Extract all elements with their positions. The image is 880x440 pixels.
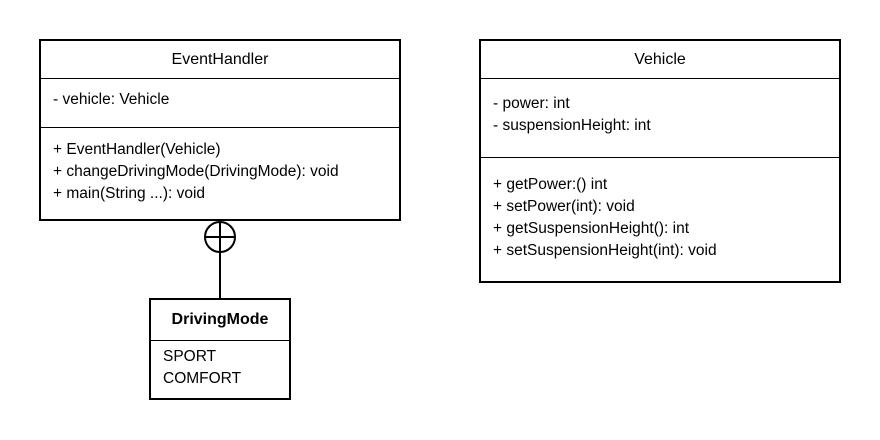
method: + changeDrivingMode(DrivingMode): void <box>53 163 339 180</box>
class-vehicle[interactable]: Vehicle - power: int - suspensionHeight:… <box>479 39 841 283</box>
method: + main(String ...): void <box>53 185 206 202</box>
attribute: - suspensionHeight: int <box>493 117 651 134</box>
method: + getPower:() int <box>493 176 608 193</box>
class-event-handler[interactable]: EventHandler - vehicle: Vehicle + EventH… <box>39 39 401 221</box>
method: + setSuspensionHeight(int): void <box>493 242 717 259</box>
class-title: EventHandler <box>41 41 399 79</box>
method: + getSuspensionHeight(): int <box>493 220 690 237</box>
methods-section: + EventHandler(Vehicle) + changeDrivingM… <box>41 128 399 205</box>
class-title: Vehicle <box>481 41 839 79</box>
nesting-circle-plus-icon <box>204 221 236 253</box>
enum-value: COMFORT <box>163 370 242 387</box>
attributes-section: - vehicle: Vehicle <box>41 79 399 128</box>
attribute: - vehicle: Vehicle <box>53 91 170 108</box>
enum-values-section: SPORT COMFORT <box>151 341 289 390</box>
enum-value: SPORT <box>163 348 217 365</box>
methods-section: + getPower:() int + setPower(int): void … <box>481 158 839 262</box>
enum-driving-mode[interactable]: DrivingMode SPORT COMFORT <box>149 298 291 400</box>
method: + setPower(int): void <box>493 198 635 215</box>
attribute: - power: int <box>493 95 570 112</box>
attributes-section: - power: int - suspensionHeight: int <box>481 79 839 158</box>
method: + EventHandler(Vehicle) <box>53 141 221 158</box>
class-title: DrivingMode <box>151 300 289 341</box>
